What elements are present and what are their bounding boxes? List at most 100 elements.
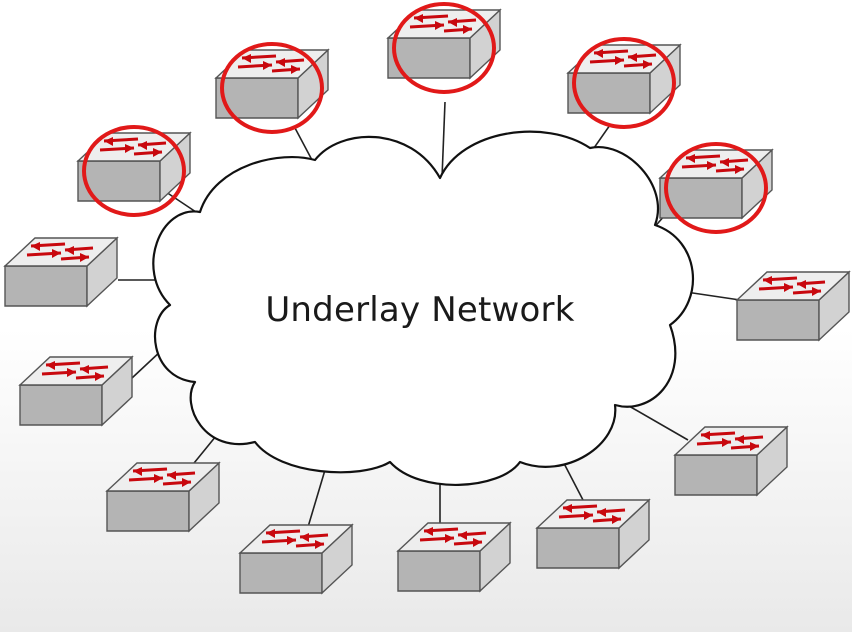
- switch-front-face: [674, 454, 758, 496]
- network-switch-icon: [735, 270, 851, 342]
- arrow-head: [414, 14, 423, 23]
- switch-front-face: [106, 490, 190, 532]
- switch-arrows-icon: [589, 49, 657, 69]
- switch-arrows-icon: [99, 137, 167, 157]
- red-circle-icon: [392, 2, 496, 94]
- switch-arrows-icon: [758, 276, 826, 296]
- arrow-head: [612, 515, 621, 524]
- arrow-head: [80, 365, 89, 374]
- arrow-head: [750, 442, 759, 451]
- network-switch-icon: [214, 42, 330, 134]
- arrow-head: [153, 148, 162, 157]
- connection-line: [441, 101, 446, 179]
- arrow-head: [291, 65, 300, 74]
- switch-arrows-icon: [41, 361, 109, 381]
- arrow-head: [707, 161, 716, 170]
- arrow-head: [735, 435, 744, 444]
- network-switch-icon: [18, 355, 134, 427]
- switches: [3, 2, 851, 595]
- arrow-head: [424, 527, 433, 536]
- arrow-head: [686, 154, 695, 163]
- arrow-head: [242, 54, 251, 63]
- switch-front-face: [536, 527, 620, 569]
- arrow-head: [315, 540, 324, 549]
- arrow-head: [104, 137, 113, 146]
- switch-front-face: [736, 299, 820, 341]
- arrow-head: [287, 536, 296, 545]
- arrow-head: [584, 511, 593, 520]
- arrow-head: [125, 144, 134, 153]
- arrow-head: [701, 431, 710, 440]
- network-switch-icon: [76, 125, 192, 217]
- arrow-head: [735, 165, 744, 174]
- switch-front-face: [4, 265, 88, 307]
- underlay-network-cloud: [152, 130, 694, 486]
- arrow-head: [95, 372, 104, 381]
- connection-line: [307, 469, 326, 528]
- network-switch-icon: [535, 498, 651, 570]
- network-switch-icon: [396, 521, 512, 593]
- arrow-head: [797, 280, 806, 289]
- switch-front-face: [19, 384, 103, 426]
- network-switch-icon: [3, 236, 119, 308]
- arrow-head: [133, 467, 142, 476]
- arrow-head: [463, 25, 472, 34]
- arrow-head: [643, 60, 652, 69]
- network-switch-icon: [658, 142, 774, 234]
- red-circle-icon: [220, 42, 324, 134]
- arrow-head: [435, 21, 444, 30]
- connection-line: [621, 401, 689, 441]
- arrow-head: [46, 361, 55, 370]
- arrow-head: [266, 529, 275, 538]
- arrow-head: [448, 18, 457, 27]
- arrow-head: [65, 246, 74, 255]
- cloud-label: Underlay Network: [265, 290, 575, 330]
- arrow-head: [458, 531, 467, 540]
- red-circle-icon: [572, 37, 676, 129]
- switch-arrows-icon: [419, 527, 487, 547]
- arrow-head: [720, 158, 729, 167]
- switch-arrows-icon: [409, 14, 477, 34]
- arrow-head: [445, 534, 454, 543]
- red-circle-icon: [664, 142, 768, 234]
- network-switch-icon: [673, 425, 789, 497]
- arrow-head: [812, 287, 821, 296]
- arrow-head: [167, 471, 176, 480]
- arrow-head: [594, 49, 603, 58]
- network-switch-icon: [238, 523, 354, 595]
- arrow-head: [80, 253, 89, 262]
- network-switch-icon: [105, 461, 221, 533]
- switch-arrows-icon: [128, 467, 196, 487]
- arrow-head: [276, 58, 285, 67]
- arrow-head: [263, 61, 272, 70]
- switch-arrows-icon: [237, 54, 305, 74]
- arrow-head: [154, 474, 163, 483]
- network-switch-icon: [386, 2, 502, 94]
- switch-front-face: [239, 552, 323, 594]
- arrow-head: [182, 478, 191, 487]
- switch-arrows-icon: [681, 154, 749, 174]
- arrow-head: [784, 283, 793, 292]
- switch-arrows-icon: [696, 431, 764, 451]
- arrow-head: [597, 508, 606, 517]
- arrow-head: [52, 249, 61, 258]
- connection-line: [131, 349, 163, 379]
- switch-arrows-icon: [558, 504, 626, 524]
- arrow-head: [615, 56, 624, 65]
- switch-arrows-icon: [261, 529, 329, 549]
- arrow-head: [563, 504, 572, 513]
- network-switch-icon: [566, 37, 682, 129]
- connection-line: [685, 291, 741, 301]
- switch-arrows-icon: [26, 242, 94, 262]
- arrow-head: [763, 276, 772, 285]
- arrow-head: [628, 53, 637, 62]
- arrow-head: [138, 141, 147, 150]
- arrow-head: [31, 242, 40, 251]
- red-circle-icon: [82, 125, 186, 217]
- arrow-head: [67, 368, 76, 377]
- arrow-head: [300, 533, 309, 542]
- arrow-head: [722, 438, 731, 447]
- connection-line: [294, 127, 313, 161]
